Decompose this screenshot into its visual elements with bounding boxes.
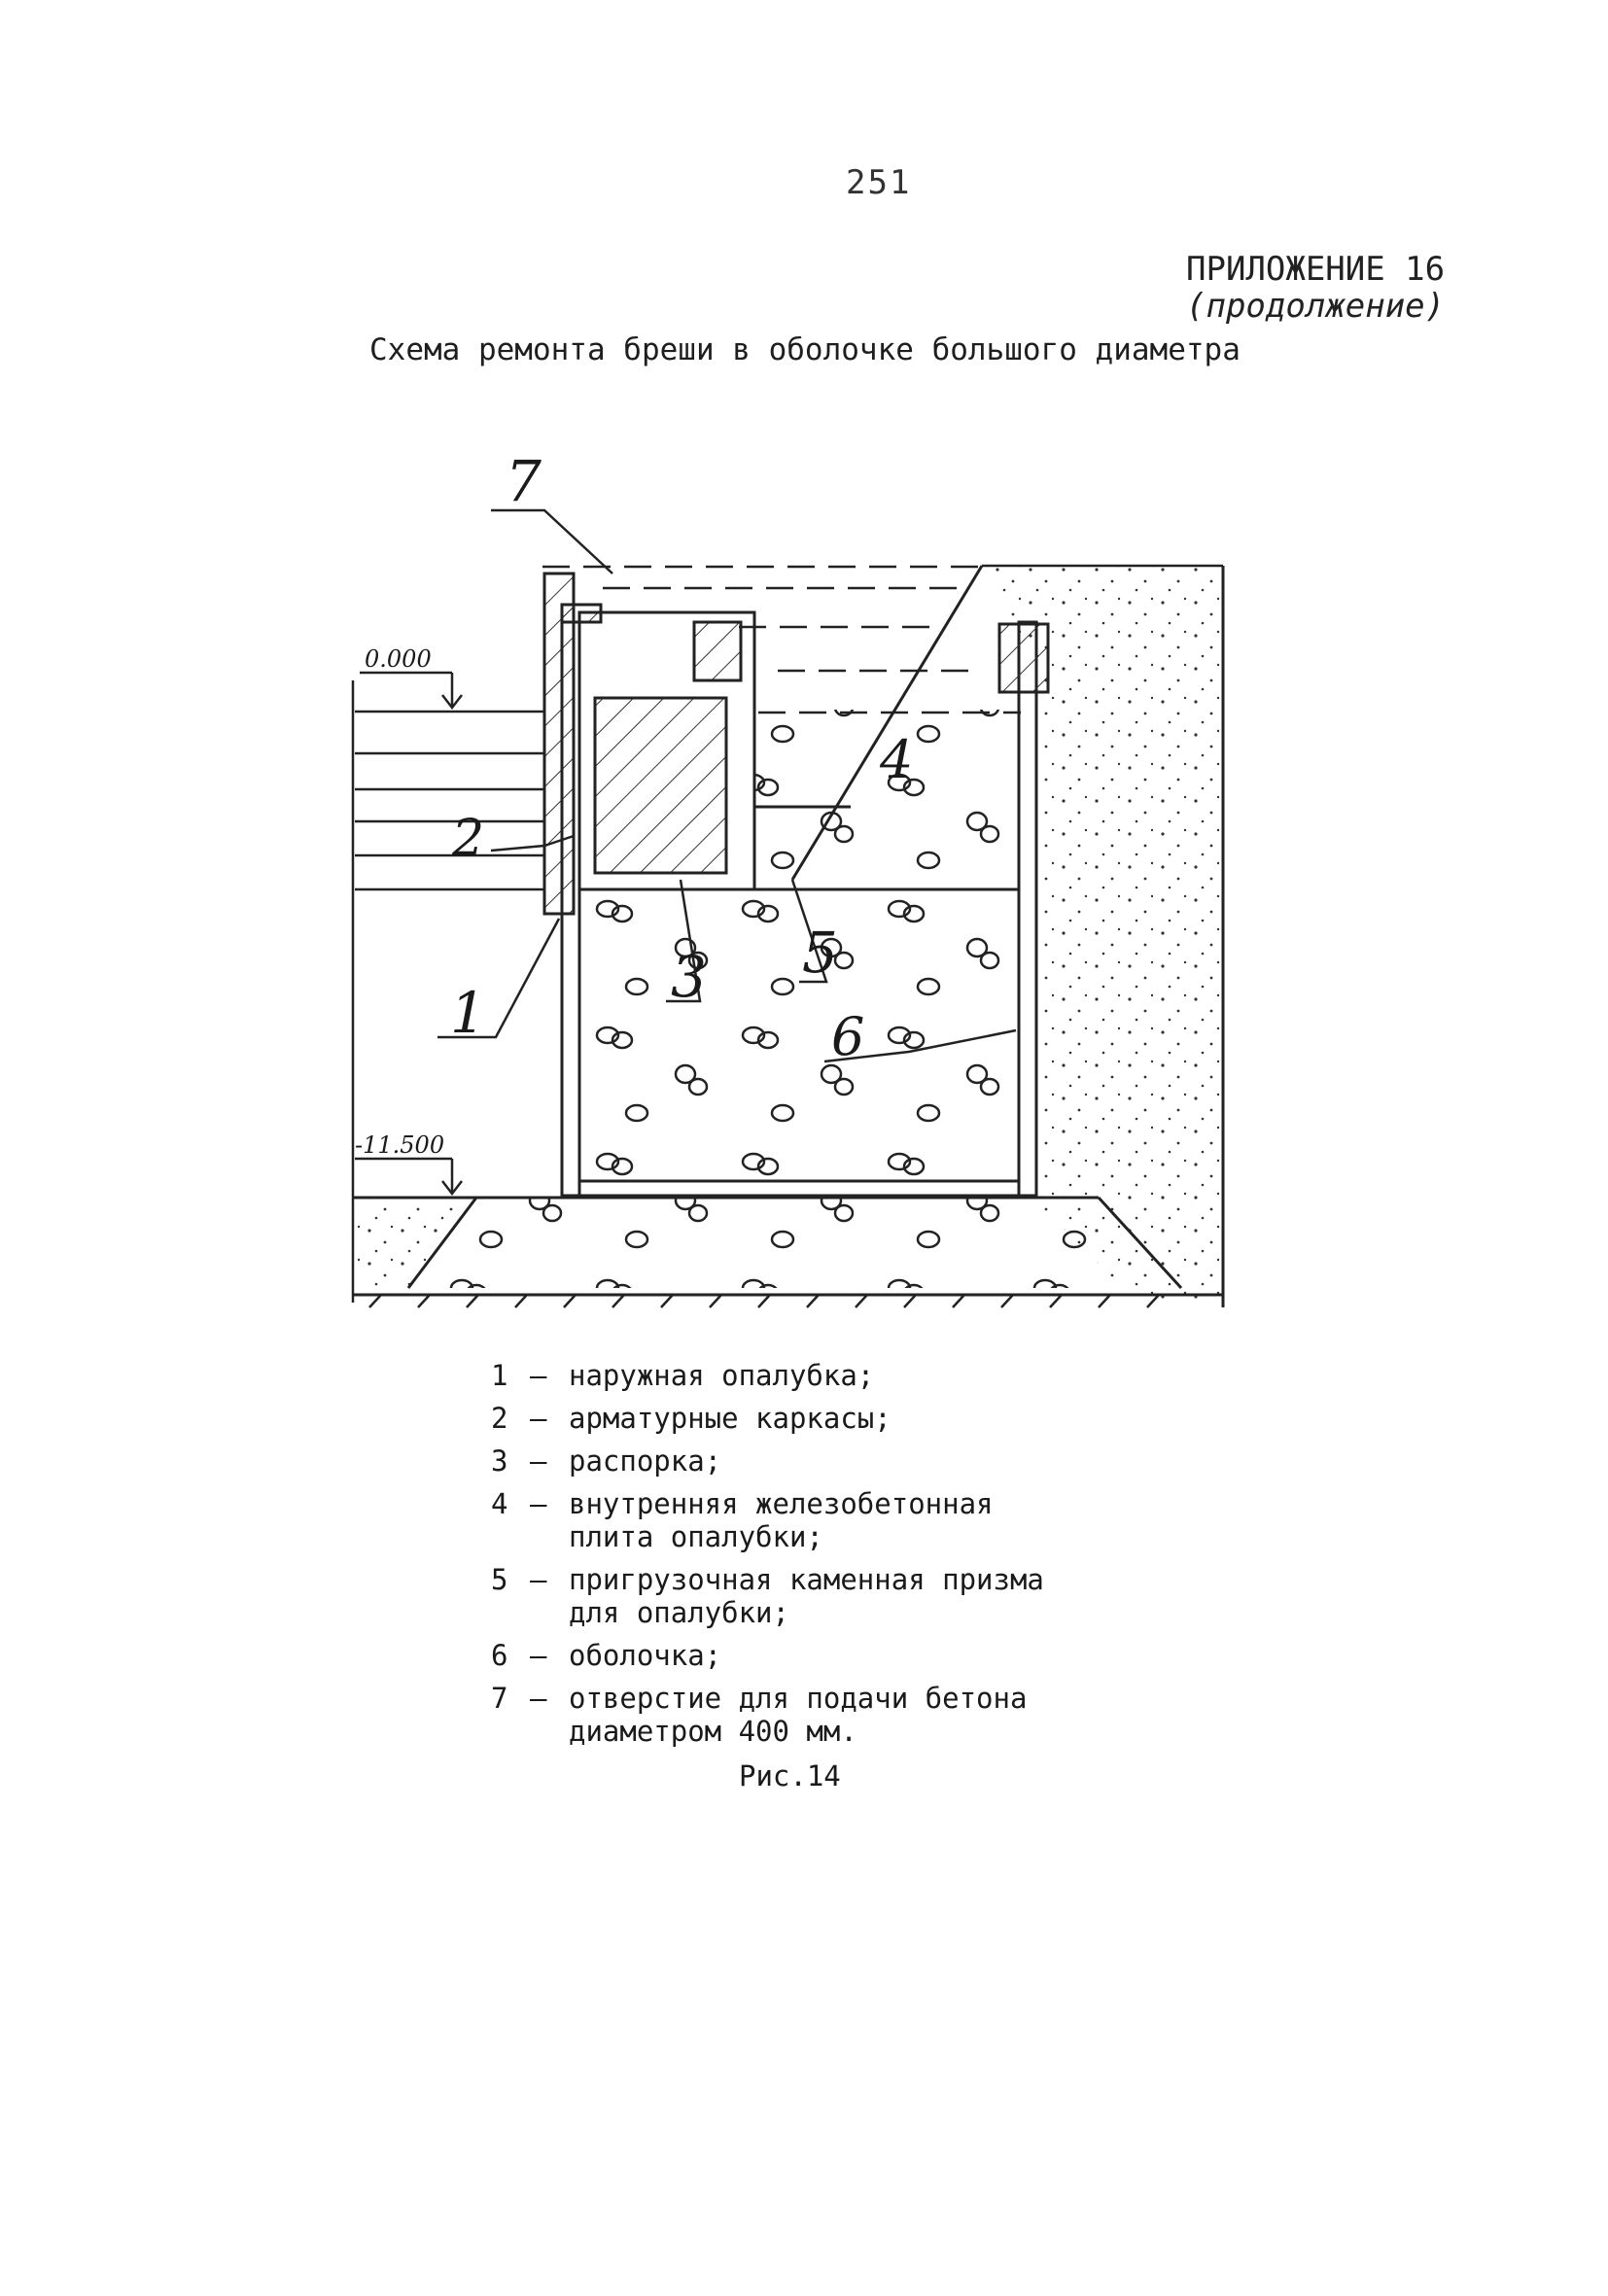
callout-3: 3 [671, 944, 707, 1010]
legend: 1– наружная опалубка; 2– арматурные карк… [491, 1359, 1113, 1757]
appendix-subtitle: (продолжение) [1186, 287, 1446, 326]
outer-formwork [542, 572, 576, 916]
legend-item: 5– пригрузочная каменная призма для опал… [491, 1563, 1044, 1629]
figure-title: Схема ремонта бреши в оболочке большого … [369, 332, 1241, 367]
callout-6: 6 [831, 1006, 864, 1067]
legend-item: 2– арматурные каркасы; [491, 1402, 891, 1435]
figure-caption: Рис.14 [739, 1759, 841, 1792]
page-number: 251 [846, 163, 912, 202]
soil-fill-right [982, 564, 1225, 1307]
callout-4: 4 [879, 729, 913, 790]
water-level-lines [355, 710, 544, 891]
callout-7: 7 [506, 448, 542, 514]
legend-item: 4– внутренняя железобетонная плита опалу… [491, 1487, 994, 1553]
level-bottom-label: -11.500 [355, 1131, 444, 1159]
appendix-title: ПРИЛОЖЕНИЕ 16 [1186, 250, 1446, 289]
legend-item: 3– распорка; [491, 1444, 722, 1478]
legend-item: 1– наружная опалубка; [491, 1359, 875, 1392]
level-marks [355, 671, 463, 1197]
foundation-base [353, 1196, 1223, 1308]
level-top-label: 0.000 [365, 645, 432, 673]
legend-item: 7– отверстие для подачи бетона диаметром… [491, 1682, 1028, 1748]
callout-2: 2 [451, 810, 484, 868]
callout-1: 1 [450, 980, 486, 1046]
appendix-header: ПРИЛОЖЕНИЕ 16 (продолжение) [1186, 251, 1445, 325]
shell [560, 603, 1050, 1198]
callout-5: 5 [802, 920, 838, 986]
inner-rc-plate [593, 696, 728, 875]
legend-item: 6– оболочка; [491, 1639, 722, 1672]
